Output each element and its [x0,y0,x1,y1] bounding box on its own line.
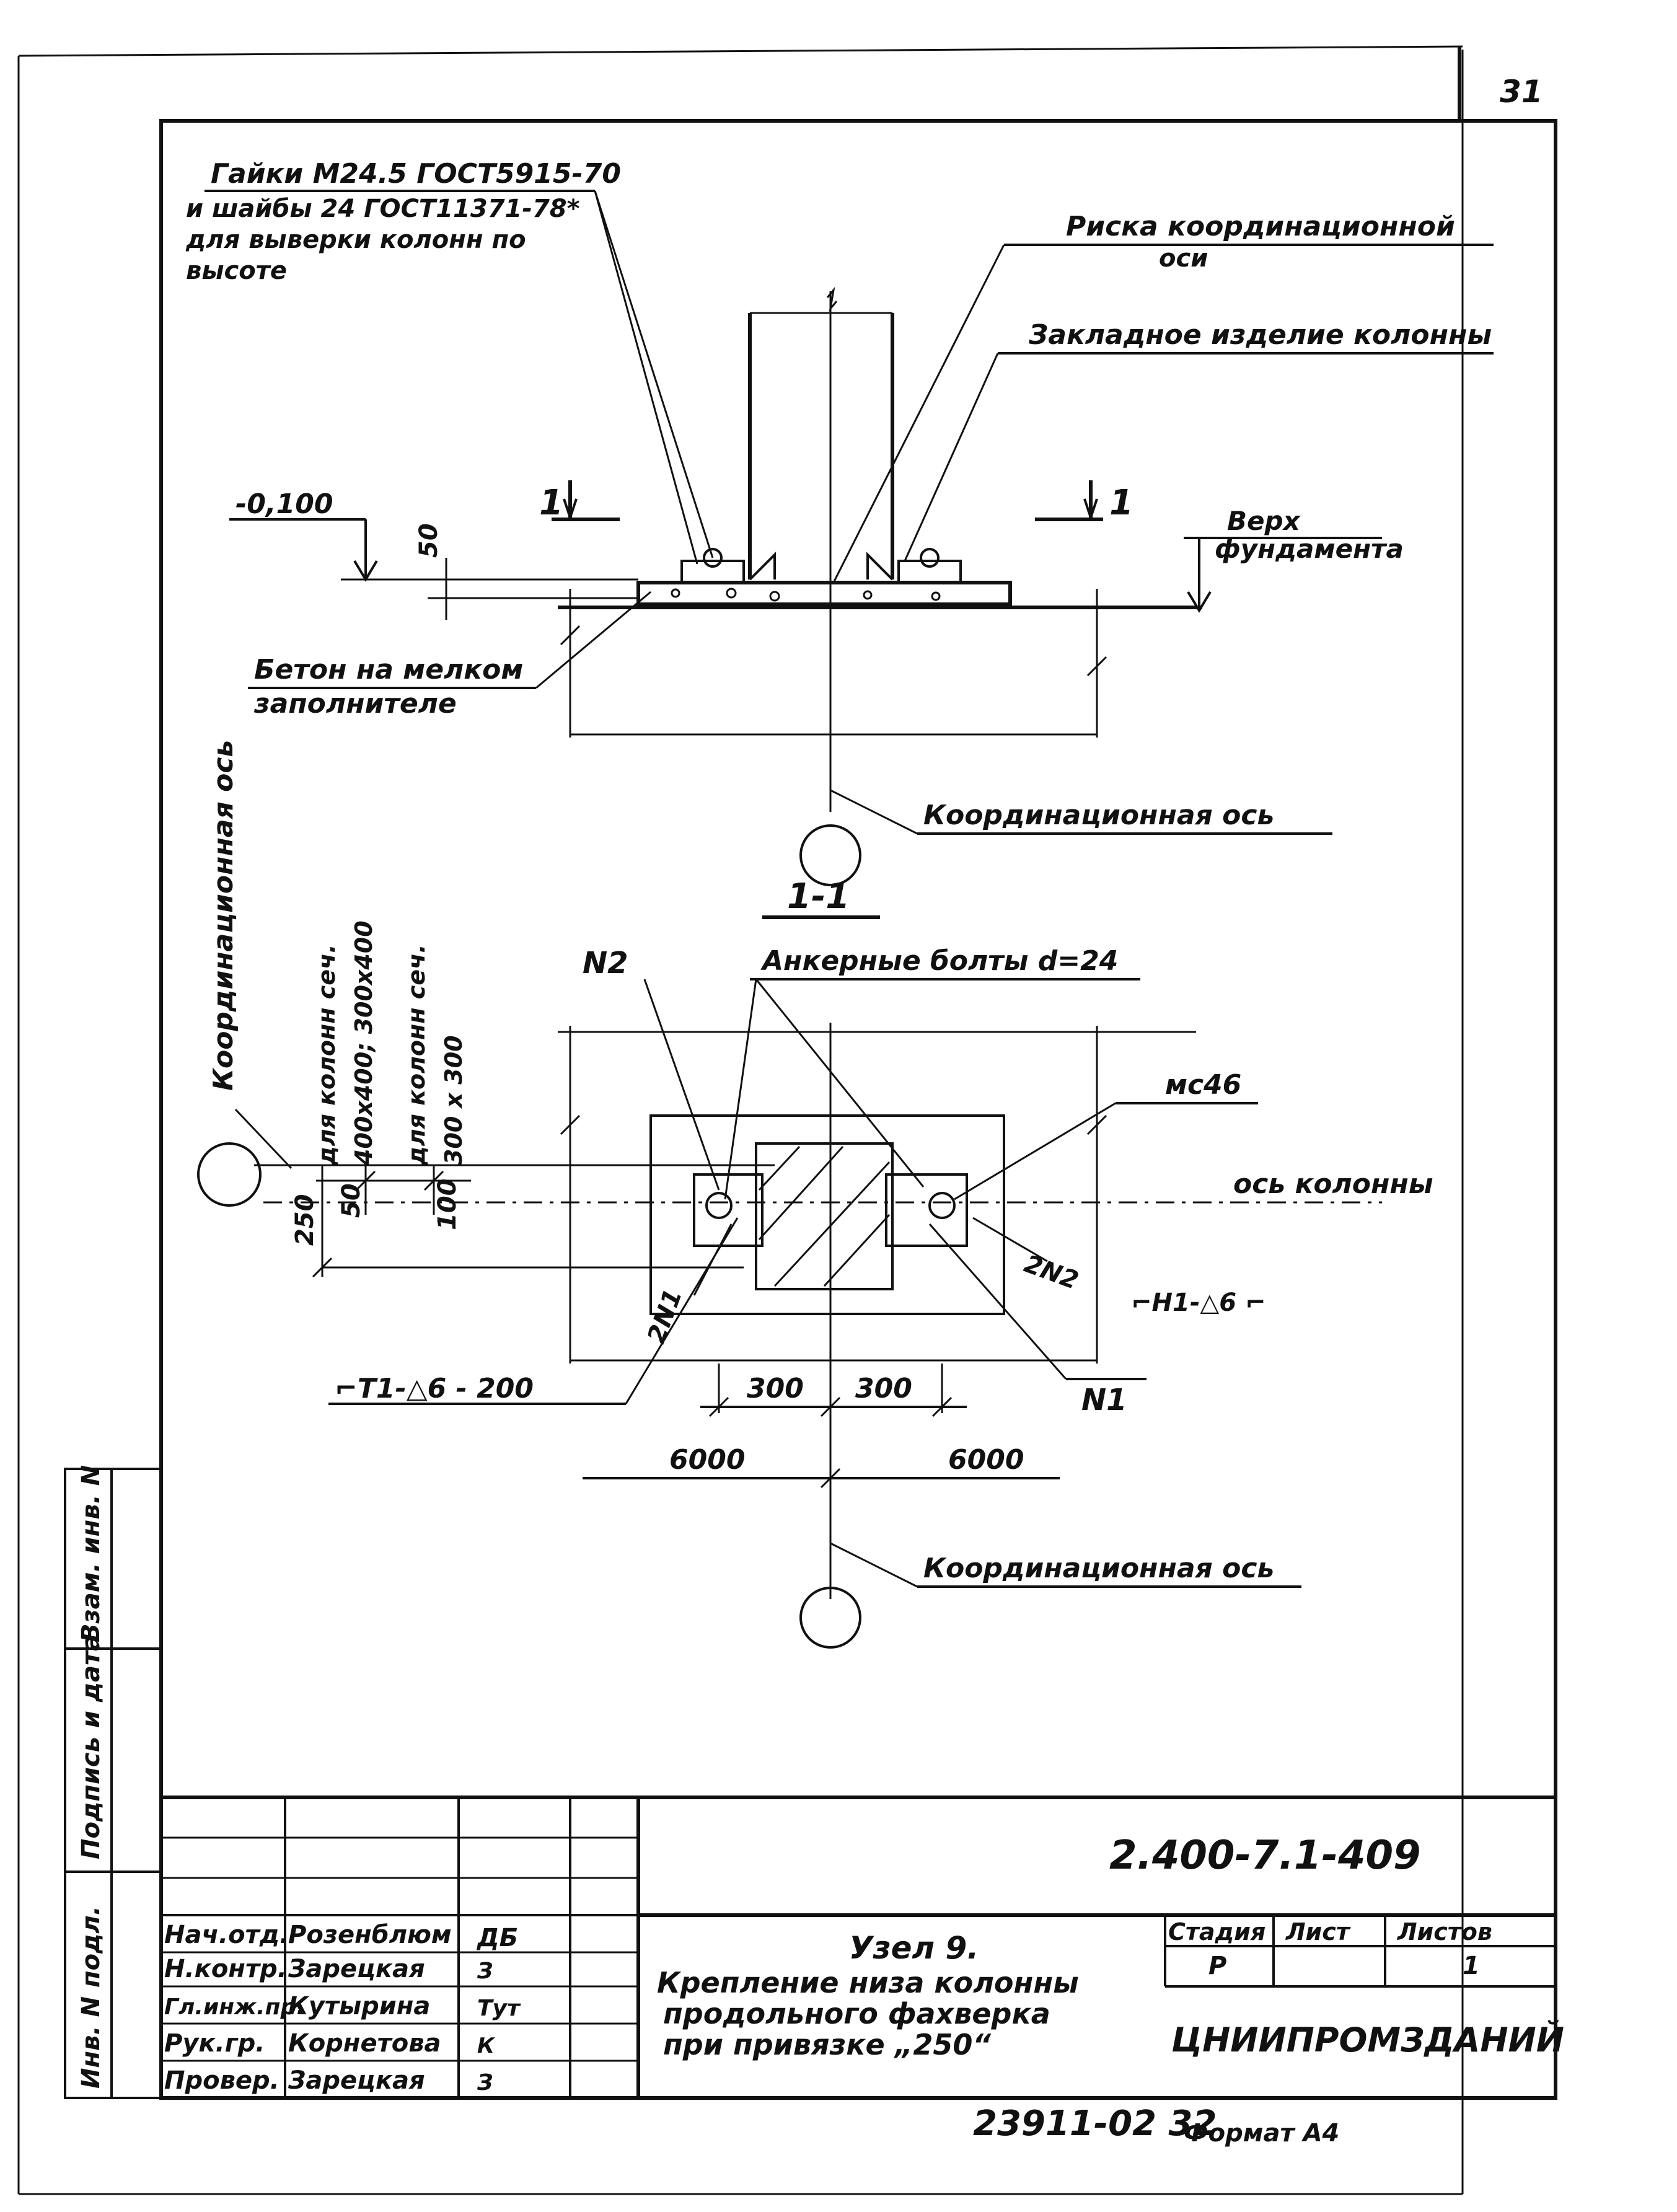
plan-dim-300-left: 300 [747,1373,804,1404]
callout-coord-axis-top: Координационная ось [923,800,1274,831]
elevation-view [205,190,1494,886]
sign-2: З [477,1959,493,1984]
sheets-label: Листов [1397,1918,1492,1945]
plan-note-a2: 400х400; 300х400 [350,920,377,1166]
side-stamp-repl: Взам. инв. N [77,1465,105,1642]
plan-2n1: 2N1 [642,1285,688,1347]
page-number: 31 [1500,74,1543,110]
plan-n1: N1 [1081,1383,1127,1417]
plan-note-b2: 300 х 300 [440,1035,467,1165]
format-label: Формат А4 [1184,2119,1339,2148]
plan-anchor-bolts: Анкерные болты d=24 [760,945,1118,977]
sign-5: З [477,2070,493,2095]
callout-nuts-1: Гайки М24.5 ГОСТ5915-70 [211,158,621,190]
doc-code: 2.400-7.1-409 [1109,1833,1421,1879]
title-line-1: Узел 9. [849,1930,979,1966]
name-2: Зарецкая [288,1955,425,1983]
plan-col-axis: ось колонны [1233,1168,1433,1200]
title-line-3: продольного фахверка [663,1997,1050,2030]
name-1: Розенблюм [288,1921,452,1949]
stage-value: Р [1208,1952,1226,1980]
bottom-code: 23911-02 32 [973,2104,1217,2144]
sign-1: ДБ [476,1924,518,1952]
plan-note-b1: для колонн сеч. [403,944,430,1166]
callout-top-1: Верх [1227,506,1301,536]
callout-risk-2: оси [1159,244,1208,273]
title-line-2: Крепление низа колонны [657,1966,1079,1999]
plan-2n2: 2N2 [1021,1249,1082,1295]
section-title: 1-1 [787,876,850,917]
plan-dim-50: 50 [337,1183,366,1218]
side-stamp-inv: Инв. N подл. [77,1906,105,2089]
sheet-label: Лист [1285,1918,1351,1945]
dim-50-elev: 50 [415,523,443,558]
plan-mc46: мс46 [1165,1069,1241,1101]
callout-coord-axis-vertical: Координационная ось [208,740,239,1091]
role-5: Провер. [164,2066,280,2095]
callout-coord-axis-bottom: Координационная ось [923,1553,1274,1584]
callout-beton-2: заполнителе [253,688,457,720]
sign-4: К [477,2034,496,2058]
role-2: Н.контр. [164,1955,287,1983]
side-stamp [64,1468,162,2099]
plan-n2: N2 [583,946,628,980]
roles-table: Нач.отд. Розенблюм ДБ Н.контр. Зарецкая … [164,1921,521,2095]
callout-embedded: Закладное изделие колонны [1028,319,1492,351]
plan-note-a1: для колонн сеч. [313,944,340,1166]
role-4: Рук.гр. [164,2029,265,2058]
callout-beton-1: Бетон на мелком [254,654,523,685]
name-3: Кутырина [288,1992,430,2020]
plan-dim-300-right: 300 [855,1373,912,1404]
level-mark: -0,100 [235,488,333,520]
name-4: Корнетова [288,2029,441,2058]
stage-label: Стадия [1168,1918,1265,1945]
title-block [161,1796,1556,2098]
callout-top-2: фундамента [1215,534,1404,564]
plan-dim-6000-left: 6000 [669,1444,745,1476]
callout-risk-1: Риска координационной [1066,211,1455,242]
plan-dim-6000-right: 6000 [948,1444,1024,1476]
title-line-4: при привязке „250“ [663,2028,991,2061]
axis-marker-left [197,1142,262,1207]
callout-nuts-3: для выверки колонн по [185,226,526,254]
organization: ЦНИИПРОМЗДАНИЙ [1171,2020,1564,2060]
sign-3: Тут [477,1996,521,2021]
inner-frame [159,119,1557,2100]
sheets-value: 1 [1463,1952,1480,1980]
plan-dim-250: 250 [291,1194,319,1246]
sheet-frame [17,45,1557,2195]
callout-nuts-2: и шайбы 24 ГОСТ11371-78* [186,195,580,223]
axis-marker-bottom [799,1587,861,1649]
section-mark-right: 1 [1109,483,1133,523]
name-5: Зарецкая [288,2066,425,2095]
plan-weld-right: ⌐Н1-△6 ⌐ [1131,1289,1265,1317]
plan-weld-left: ⌐Т1-△6 - 200 [335,1373,534,1404]
role-1: Нач.отд. [164,1921,289,1949]
callout-nuts-4: высоте [186,257,287,285]
plan-view [197,978,1382,1649]
side-stamp-sign: Подпись и дата [77,1634,105,1859]
role-3: Гл.инж.пр. [164,1994,305,2020]
plan-dim-100: 100 [433,1179,462,1231]
axis-marker-top [799,824,861,886]
section-mark-left: 1 [539,483,563,523]
